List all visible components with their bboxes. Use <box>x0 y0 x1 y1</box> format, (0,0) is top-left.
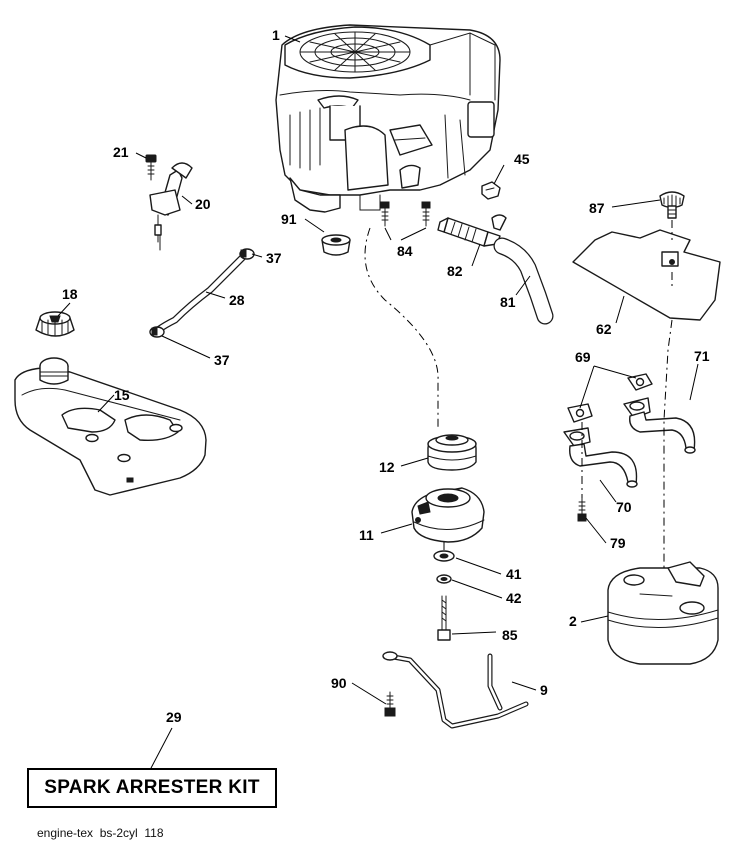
callout-85: 85 <box>502 627 518 643</box>
fuel-line <box>154 253 247 334</box>
washer-42 <box>436 574 452 584</box>
callout-90: 90 <box>331 675 347 691</box>
callout-71: 71 <box>694 348 710 364</box>
callout-42: 42 <box>506 590 522 606</box>
callout-9: 9 <box>540 682 548 698</box>
hose-clamp-top <box>239 248 255 260</box>
exhaust-pipe-70 <box>563 427 638 488</box>
engine <box>275 24 501 213</box>
callout-91: 91 <box>281 211 297 227</box>
fuel-tank <box>14 357 207 496</box>
callout-62: 62 <box>596 321 612 337</box>
fuel-filter <box>437 214 507 247</box>
callout-28: 28 <box>229 292 245 308</box>
callout-69: 69 <box>575 349 591 365</box>
assembly-lines <box>364 220 673 568</box>
callout-1: 1 <box>272 27 280 43</box>
callout-37-top: 37 <box>266 250 282 266</box>
callout-18: 18 <box>62 286 78 302</box>
knob-87 <box>659 191 685 219</box>
callout-12: 12 <box>379 459 395 475</box>
engine-fan-grille <box>299 31 411 73</box>
bolt-85 <box>437 595 451 641</box>
callout-21: 21 <box>113 144 129 160</box>
callout-2: 2 <box>569 613 577 629</box>
bolt-84-right <box>421 201 431 227</box>
callout-87: 87 <box>589 200 605 216</box>
callout-labels: 1 21 20 45 91 84 87 37 82 28 81 18 62 37… <box>62 27 710 725</box>
callout-82: 82 <box>447 263 463 279</box>
washer-41 <box>433 550 455 562</box>
bolt-90 <box>384 691 396 717</box>
pulley-12 <box>427 434 477 471</box>
exhaust-pipe-71 <box>623 397 696 454</box>
drawing-reference-footer: engine-tex bs-2cyl 118 <box>37 826 164 840</box>
callout-79: 79 <box>610 535 626 551</box>
callout-37-bottom: 37 <box>214 352 230 368</box>
callout-45: 45 <box>514 151 530 167</box>
bracket-rod-9 <box>382 651 529 729</box>
heat-shield-62 <box>572 229 721 321</box>
bolt-79 <box>577 497 587 522</box>
nut-45 <box>481 181 501 200</box>
fuel-cap <box>35 311 75 337</box>
spark-arrester-kit-box: SPARK ARRESTER KIT <box>27 768 277 808</box>
muffler <box>607 561 719 665</box>
clutch-11 <box>411 487 485 543</box>
leader-lines <box>57 35 699 771</box>
spacer-91 <box>321 234 351 256</box>
bolt-84-left <box>380 201 390 227</box>
callout-84: 84 <box>397 243 413 259</box>
fuel-hose-81 <box>493 237 554 325</box>
callout-11: 11 <box>359 527 374 543</box>
callout-29: 29 <box>166 709 182 725</box>
callout-15: 15 <box>114 387 130 403</box>
gasket-69-upper <box>627 373 653 391</box>
hose-clamp-bottom <box>149 326 165 338</box>
callout-41: 41 <box>506 566 522 582</box>
callout-20: 20 <box>195 196 211 212</box>
screw-21 <box>145 154 157 181</box>
throttle-control <box>149 162 193 251</box>
callout-70: 70 <box>616 499 632 515</box>
spark-arrester-kit-label: SPARK ARRESTER KIT <box>44 777 260 798</box>
callout-81: 81 <box>500 294 516 310</box>
